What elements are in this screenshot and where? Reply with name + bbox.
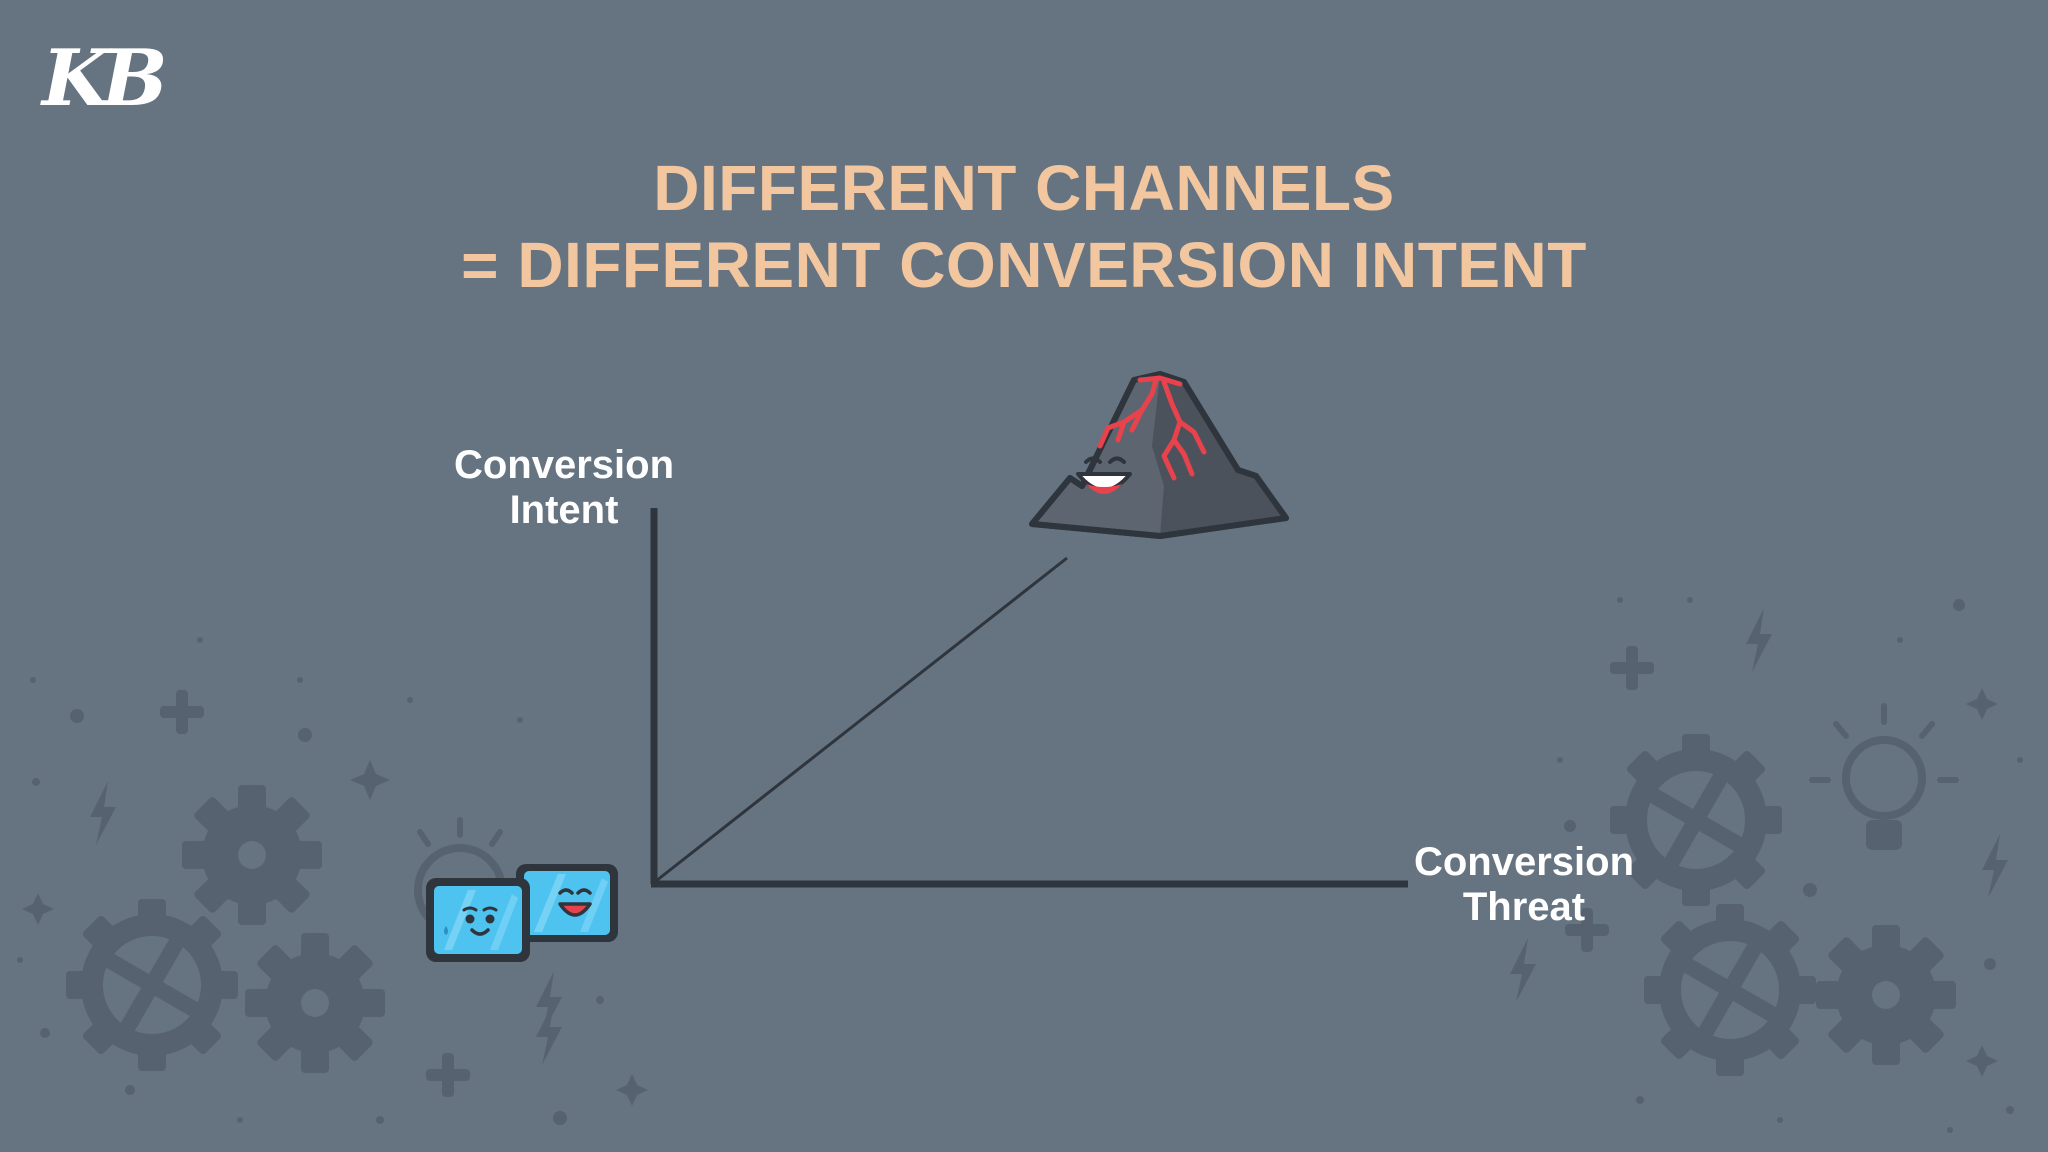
y-axis-label-line-1: Conversion (453, 443, 675, 487)
screens-characters-icon (426, 864, 618, 962)
x-axis-label-line-2: Threat (1462, 885, 1586, 929)
kb-logo: KB (42, 33, 168, 124)
slide-title-line-1: DIFFERENT CHANNELS (653, 152, 1395, 224)
volcano-character-icon (1029, 371, 1289, 539)
slide-title-line-2: = DIFFERENT CONVERSION INTENT (461, 229, 1587, 301)
trend-line (655, 556, 1068, 883)
y-axis-label: Conversion Intent (414, 443, 714, 533)
y-axis-label-line-2: Intent (509, 488, 619, 532)
x-axis-label: Conversion Threat (1374, 840, 1674, 930)
x-axis-label-line-1: Conversion (1413, 840, 1635, 884)
